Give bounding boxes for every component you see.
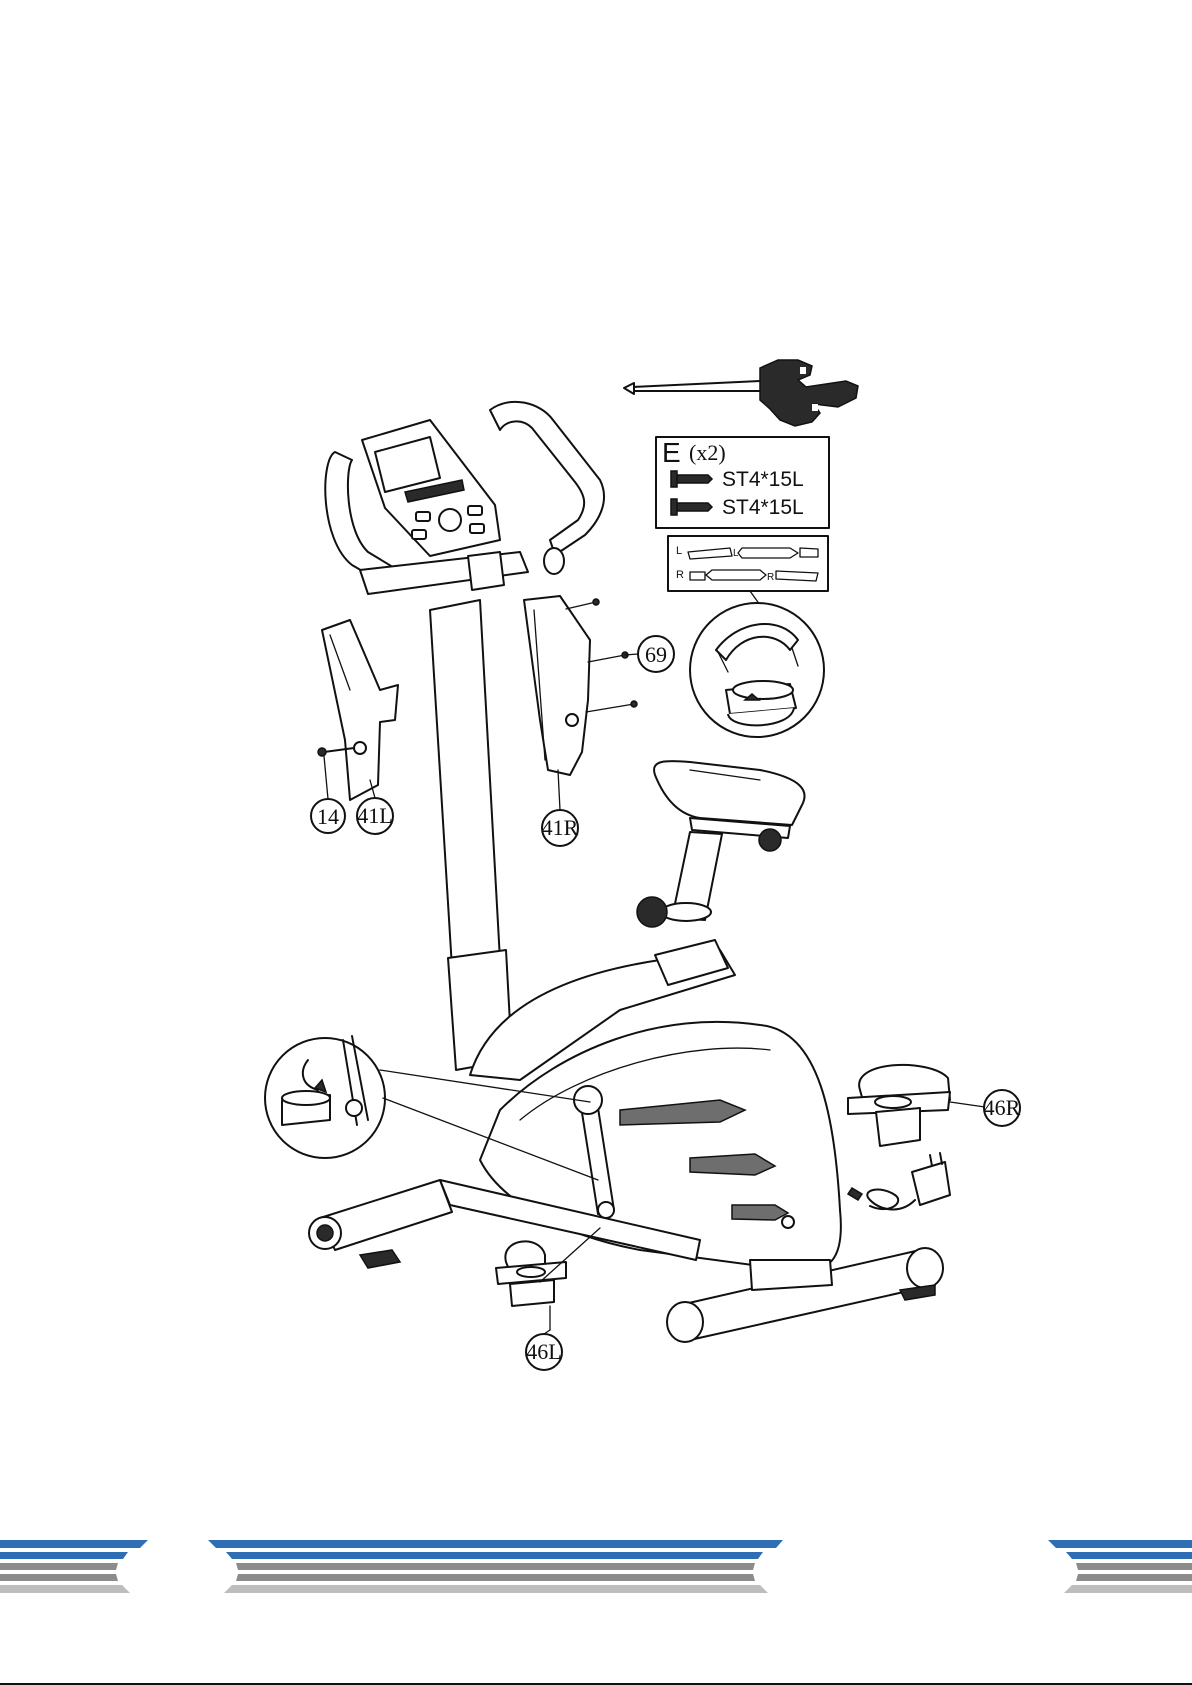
callout-46R: 46R — [984, 1090, 1021, 1126]
callout-14-label: 14 — [317, 804, 339, 829]
callout-69: 69 — [625, 636, 674, 672]
console-handlebar — [325, 402, 604, 594]
power-adapter-icon — [848, 1153, 950, 1209]
callout-41R-label: 41R — [542, 815, 579, 840]
upright-mast — [430, 600, 512, 1070]
hardware-row-1: ST4*15L — [722, 468, 804, 491]
hardware-quantity: (x2) — [689, 440, 726, 465]
pedal-box-left-letter: L — [676, 545, 682, 557]
hardware-letter: E — [662, 437, 681, 468]
callout-46R-label: 46R — [984, 1095, 1021, 1120]
pedal-box-right-letter-2: R — [767, 572, 774, 583]
pedal-box-right-letter: R — [676, 569, 684, 581]
callout-69-label: 69 — [645, 642, 667, 667]
callout-46L-label: 46L — [526, 1339, 561, 1364]
hardware-row-2: ST4*15L — [722, 496, 804, 519]
footer-stripes — [0, 1540, 1192, 1593]
rear-stabilizer — [667, 1248, 943, 1342]
pedal-strap-detail-icon — [690, 603, 824, 737]
callout-41R: 41R — [542, 770, 579, 846]
screwdriver-wrench-tool-icon — [624, 360, 858, 426]
cover-41R — [524, 596, 590, 775]
cover-41L — [322, 620, 398, 800]
hardware-box: E (x2) ST4*15L ST4*15L — [656, 437, 829, 528]
callout-41L-label: 41L — [357, 803, 392, 828]
seat-assembly — [637, 761, 805, 927]
callout-14: 14 — [311, 756, 345, 833]
pedal-46R — [848, 1065, 985, 1146]
pedal-46L — [496, 1228, 600, 1330]
pedal-side-box: L L R R — [668, 536, 828, 605]
callout-46L: 46L — [526, 1330, 562, 1370]
